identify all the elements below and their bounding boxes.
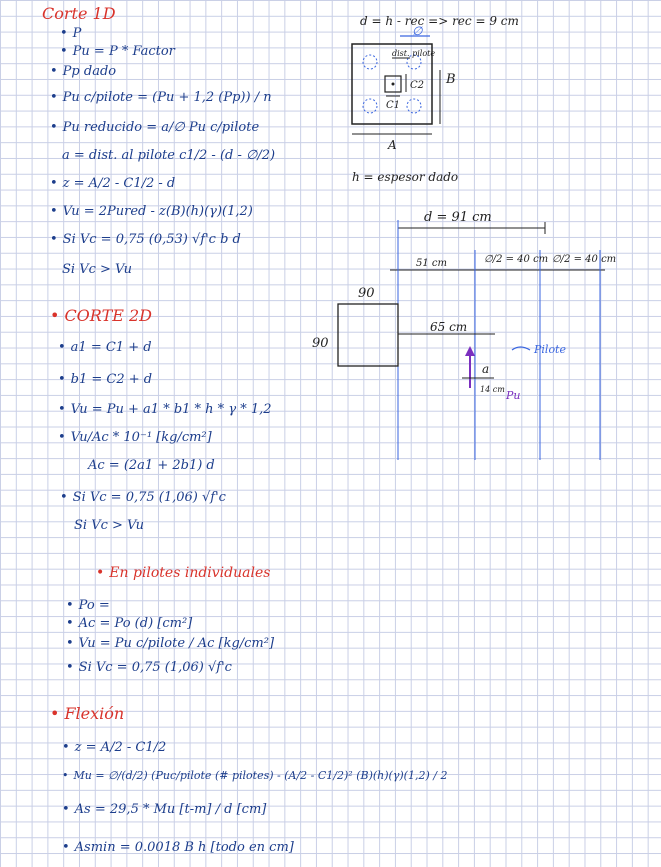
s4-line-0: z = A/2 - C1/2 — [62, 740, 167, 755]
s1-line-3: Pu c/pilote = (Pu + 1,2 (Pp)) / n — [50, 90, 272, 105]
d1-phi: ∅ — [412, 24, 423, 38]
s1-line-1: Pu = P * Factor — [60, 44, 175, 59]
d1-c1: C1 — [386, 100, 401, 111]
section3-title: En pilotes individuales — [96, 566, 270, 581]
s2-line-0: a1 = C1 + d — [58, 340, 152, 355]
s1-line-4: Pu reducido = a/∅ Pu c/pilote — [50, 120, 259, 135]
section4-title: Flexión — [50, 706, 124, 722]
pile-circle-tl — [362, 54, 378, 70]
d1-b: B — [446, 72, 456, 87]
d2-col-top: 90 — [358, 286, 375, 301]
pile-circle-br — [406, 98, 422, 114]
d2-col-side: 90 — [312, 336, 329, 351]
column-square — [384, 75, 402, 93]
pilote-pointer — [511, 346, 531, 351]
s4-line-1: Mu = ∅/(d/2) (Puc/pilote (# pilotes) - (… — [62, 768, 448, 783]
s1-line-0: P — [60, 26, 82, 41]
s2-line-1: b1 = C2 + d — [58, 372, 152, 387]
s4-line-2: As = 29,5 * Mu [t-m] / d [cm] — [62, 802, 267, 817]
d2-mid-dim: ∅/2 = 40 cm — [484, 254, 549, 265]
section2-title: CORTE 2D — [50, 308, 152, 324]
d1-formula: d = h - rec => rec = 9 cm — [360, 14, 519, 28]
s1-line-9: Si Vc > Vu — [62, 262, 132, 277]
s3-line-0: Po = — [66, 598, 110, 613]
d2-right-dim: ∅/2 = 40 cm — [552, 254, 617, 265]
s1-line-5: a = dist. al pilote c1/2 - (d - ∅/2) — [62, 148, 276, 163]
d1-dist-label: dist. pilote — [392, 49, 436, 58]
s2-line-4: Ac = (2a1 + 2b1) d — [88, 458, 215, 473]
d1-c2: C2 — [410, 80, 425, 91]
s2-line-3: Vu/Ac * 10⁻¹ [kg/cm²] — [58, 430, 212, 445]
d2-pu: Pu — [506, 389, 521, 402]
s2-line-5: Si Vc = 0,75 (1,06) √f'c — [60, 490, 226, 505]
pile-circle-tr — [406, 54, 422, 70]
pile-circle-bl — [362, 98, 378, 114]
d2-pilote: Pilote — [534, 343, 566, 356]
s4-line-3: Asmin = 0.0018 B h [todo en cm] — [62, 840, 294, 855]
d2-d-label: d = 91 cm — [424, 210, 492, 225]
s1-line-7: Vu = 2Pured - z(B)(h)(γ)(1,2) — [50, 204, 253, 219]
d1-a: A — [388, 138, 397, 152]
s1-line-2: Pp dado — [50, 64, 116, 79]
d1-h-note: h = espesor dado — [352, 170, 459, 184]
s3-line-1: Ac = Po (d) [cm²] — [66, 616, 193, 631]
d2-a: a — [482, 362, 490, 376]
s3-line-2: Vu = Pu c/pilote / Ac [kg/cm²] — [66, 636, 274, 651]
s2-line-6: Si Vc > Vu — [74, 518, 144, 533]
section1-title: Corte 1D — [42, 4, 116, 23]
s1-line-8: Si Vc = 0,75 (0,53) √f'c b d — [50, 232, 241, 247]
footing-outline — [351, 43, 433, 125]
d2-left-dim: 51 cm — [416, 258, 447, 269]
s1-line-6: z = A/2 - C1/2 - d — [50, 176, 176, 191]
column-section — [337, 303, 399, 367]
d2-a-dim: 14 cm — [480, 385, 505, 394]
column-center — [391, 82, 395, 86]
s2-line-2: Vu = Pu + a1 * b1 * h * γ * 1,2 — [58, 402, 272, 417]
s3-line-3: Si Vc = 0,75 (1,06) √f'c — [66, 660, 232, 675]
d2-dist: 65 cm — [430, 320, 468, 334]
